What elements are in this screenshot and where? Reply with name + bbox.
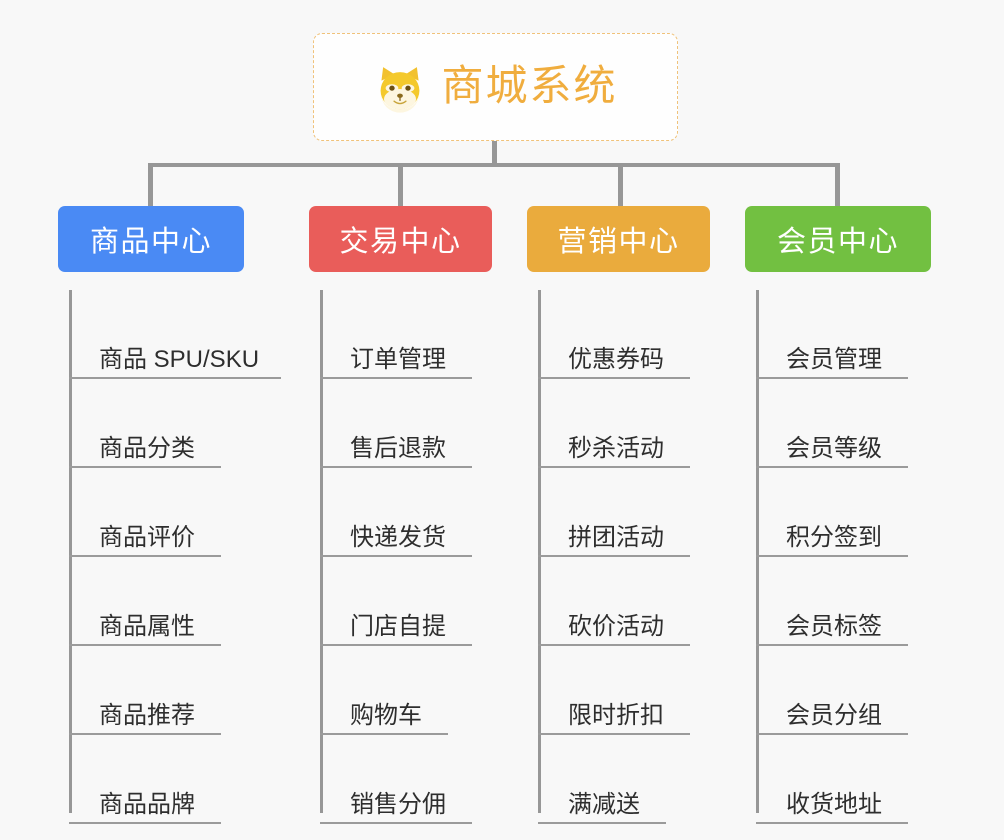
leaf-item[interactable]: 会员管理 [756,290,931,379]
leaf-label: 销售分佣 [350,790,446,818]
leaf-label: 满减送 [568,790,640,818]
leaf-item[interactable]: 订单管理 [320,290,492,379]
shiba-dog-icon [373,62,427,116]
leaf-label: 商品 SPU/SKU [99,345,260,373]
leaf-list-member: 会员管理 会员等级 积分签到 会员标签 会员分组 收货地址 [756,290,931,824]
leaf-item[interactable]: 砍价活动 [538,557,710,646]
branch-column-trade: 交易中心 订单管理 售后退款 快递发货 门店自提 购物车 销售分佣 [309,206,492,824]
branch-column-product: 商品中心 商品 SPU/SKU 商品分类 商品评价 商品属性 商品推荐 商品品牌 [58,206,281,824]
leaf-label: 门店自提 [350,612,446,640]
leaf-item[interactable]: 商品评价 [69,468,244,557]
column-spine [538,290,541,813]
category-header-marketing[interactable]: 营销中心 [527,206,710,272]
leaf-label: 快递发货 [350,523,446,551]
connector-drop-product [148,163,153,207]
leaf-list-marketing: 优惠券码 秒杀活动 拼团活动 砍价活动 限时折扣 满减送 [538,290,710,824]
leaf-item[interactable]: 会员标签 [756,557,931,646]
column-spine [756,290,759,813]
leaf-item[interactable]: 会员等级 [756,379,931,468]
leaf-item[interactable]: 优惠券码 [538,290,710,379]
leaf-label: 优惠券码 [568,345,664,373]
leaf-label: 砍价活动 [568,612,664,640]
leaf-label: 商品评价 [99,523,195,551]
leaf-item[interactable]: 满减送 [538,735,710,824]
leaf-item[interactable]: 商品属性 [69,557,244,646]
leaf-item[interactable]: 销售分佣 [320,735,492,824]
category-label: 营销中心 [557,226,680,258]
leaf-item[interactable]: 商品品牌 [69,735,244,824]
leaf-label: 会员分组 [786,701,882,729]
leaf-label: 购物车 [350,701,422,729]
connector-horizontal-bus [148,163,840,167]
root-node-shopping-mall-system[interactable]: 商城系统 [313,33,678,141]
category-label: 商品中心 [89,226,212,258]
leaf-label: 会员标签 [786,612,882,640]
category-label: 会员中心 [776,226,899,258]
connector-drop-marketing [618,163,623,207]
leaf-list-trade: 订单管理 售后退款 快递发货 门店自提 购物车 销售分佣 [320,290,492,824]
connector-drop-trade [398,163,403,207]
leaf-label: 商品品牌 [99,790,195,818]
category-header-member[interactable]: 会员中心 [745,206,931,272]
leaf-label: 商品属性 [99,612,195,640]
leaf-label: 秒杀活动 [568,434,664,462]
leaf-item[interactable]: 积分签到 [756,468,931,557]
leaf-item[interactable]: 限时折扣 [538,646,710,735]
column-spine [320,290,323,813]
leaf-item[interactable]: 商品推荐 [69,646,244,735]
leaf-item[interactable]: 秒杀活动 [538,379,710,468]
root-title: 商城系统 [441,62,618,109]
category-header-trade[interactable]: 交易中心 [309,206,492,272]
leaf-item[interactable]: 会员分组 [756,646,931,735]
leaf-label: 收货地址 [786,790,882,818]
leaf-item[interactable]: 门店自提 [320,557,492,646]
leaf-label: 商品推荐 [99,701,195,729]
leaf-label: 拼团活动 [568,523,664,551]
category-label: 交易中心 [339,226,462,258]
column-spine [69,290,72,813]
leaf-label: 限时折扣 [568,701,664,729]
leaf-item[interactable]: 收货地址 [756,735,931,824]
leaf-label: 商品分类 [99,434,195,462]
leaf-item[interactable]: 售后退款 [320,379,492,468]
branch-column-member: 会员中心 会员管理 会员等级 积分签到 会员标签 会员分组 收货地址 [745,206,931,824]
leaf-label: 售后退款 [350,434,446,462]
leaf-label: 会员管理 [786,345,882,373]
leaf-item[interactable]: 商品 SPU/SKU [69,290,281,379]
leaf-item[interactable]: 拼团活动 [538,468,710,557]
category-header-product[interactable]: 商品中心 [58,206,244,272]
leaf-label: 订单管理 [350,345,446,373]
leaf-item[interactable]: 购物车 [320,646,492,735]
leaf-list-product: 商品 SPU/SKU 商品分类 商品评价 商品属性 商品推荐 商品品牌 [69,290,281,824]
branch-column-marketing: 营销中心 优惠券码 秒杀活动 拼团活动 砍价活动 限时折扣 满减送 [527,206,710,824]
leaf-label: 会员等级 [786,434,882,462]
connector-root-stem [492,141,497,166]
connector-drop-member [835,163,840,207]
leaf-item[interactable]: 快递发货 [320,468,492,557]
leaf-item[interactable]: 商品分类 [69,379,244,468]
leaf-label: 积分签到 [786,523,882,551]
